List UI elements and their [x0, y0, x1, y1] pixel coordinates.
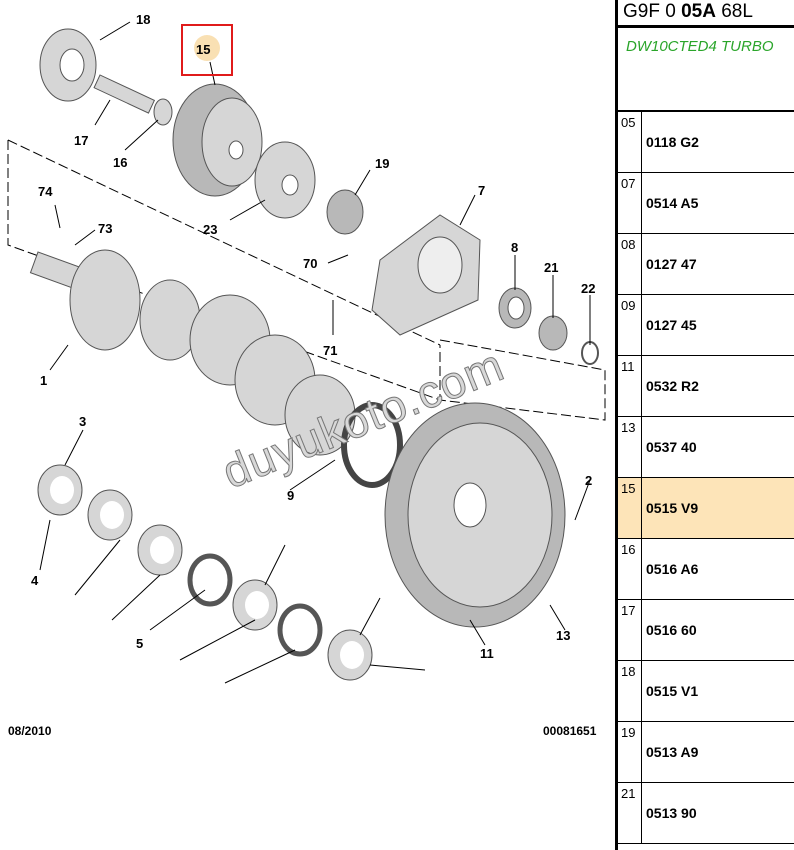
part-1-crankshaft: [29, 249, 356, 456]
callout-15[interactable]: 15: [196, 42, 210, 57]
dashed-frame-left: [7, 140, 441, 401]
part-code[interactable]: 0513 A9: [646, 744, 699, 760]
row-number: 07: [618, 173, 642, 233]
part-17-bolt: [93, 74, 156, 114]
part-16-washer: [153, 98, 173, 126]
part-code[interactable]: 0515 V9: [646, 500, 699, 516]
part-8-seal: [498, 287, 532, 329]
row-number: 13: [618, 417, 642, 477]
part-code[interactable]: 0516 A6: [646, 561, 699, 577]
part-22-ring: [581, 341, 599, 365]
header-prefix: G9F 0: [623, 1, 682, 22]
callout-16[interactable]: 16: [113, 155, 127, 170]
row-number: 08: [618, 234, 642, 294]
part-code[interactable]: 0513 90: [646, 805, 697, 821]
header-suffix: 68L: [715, 1, 753, 22]
callout-labels: 18 15 17 16 23 19 7 74 73 70 8 21 22 71 …: [8, 12, 597, 738]
row-number: 21: [618, 783, 642, 843]
callout-3[interactable]: 3: [79, 414, 86, 429]
callout-22[interactable]: 22: [581, 281, 595, 296]
part-code[interactable]: 0537 40: [646, 439, 697, 455]
callout-5[interactable]: 5: [136, 636, 143, 651]
row-number: 17: [618, 600, 642, 660]
part-18-seal: [39, 28, 97, 102]
callout-4[interactable]: 4: [31, 573, 39, 588]
part-code[interactable]: 0515 V1: [646, 683, 699, 699]
part-7-cover: [371, 214, 481, 336]
part-21-gear: [538, 315, 568, 351]
callout-2[interactable]: 2: [585, 473, 592, 488]
part-code[interactable]: 0127 47: [646, 256, 697, 272]
callout-18[interactable]: 18: [136, 12, 150, 27]
callout-70[interactable]: 70: [303, 256, 317, 271]
callout-19[interactable]: 19: [375, 156, 389, 171]
callout-17[interactable]: 17: [74, 133, 88, 148]
selected-part-box: [181, 24, 233, 76]
part-11-flywheel: [384, 402, 566, 628]
callout-71[interactable]: 71: [323, 343, 337, 358]
part-code[interactable]: 0127 45: [646, 317, 697, 333]
callout-13[interactable]: 13: [556, 628, 570, 643]
callout-23[interactable]: 23: [203, 222, 217, 237]
callout-8[interactable]: 8: [511, 240, 518, 255]
diagram-ref: 00081651: [543, 724, 597, 738]
row-number: 05: [618, 112, 642, 172]
diagram-date: 08/2010: [8, 724, 52, 738]
table-header: G9F 0 05A 68L: [618, 0, 794, 28]
part-23-hub: [254, 141, 316, 219]
header-bold: 05A: [681, 1, 716, 22]
callout-74[interactable]: 74: [38, 184, 53, 199]
callout-1[interactable]: 1: [40, 373, 47, 388]
row-number: 16: [618, 539, 642, 599]
row-number: 11: [618, 356, 642, 416]
row-number: 18: [618, 661, 642, 721]
callout-21[interactable]: 21: [544, 260, 558, 275]
callout-7[interactable]: 7: [478, 183, 485, 198]
part-code[interactable]: 0514 A5: [646, 195, 699, 211]
part-code[interactable]: 0516 60: [646, 622, 697, 638]
row-number: 09: [618, 295, 642, 355]
bearing-shells: [37, 464, 373, 681]
row-number: 19: [618, 722, 642, 782]
part-9-seal: [341, 402, 403, 488]
leader-lines: [39, 21, 591, 684]
callout-73[interactable]: 73: [98, 221, 112, 236]
selected-callout-highlight: [194, 35, 220, 61]
exploded-parts-diagram: 18 15 17 16 23 19 7 74 73 70 8 21 22 71 …: [7, 12, 606, 738]
engine-label: DW10CTED4 TURBO: [618, 28, 794, 112]
part-19-gear: [326, 189, 364, 235]
dashed-frame-right: [7, 139, 606, 421]
row-number: 15: [618, 478, 642, 538]
callout-9[interactable]: 9: [287, 488, 294, 503]
part-code[interactable]: 0532 R2: [646, 378, 699, 394]
part-15-pulley: [172, 83, 263, 197]
callout-11[interactable]: 11: [480, 646, 494, 661]
part-code[interactable]: 0118 G2: [646, 134, 699, 150]
